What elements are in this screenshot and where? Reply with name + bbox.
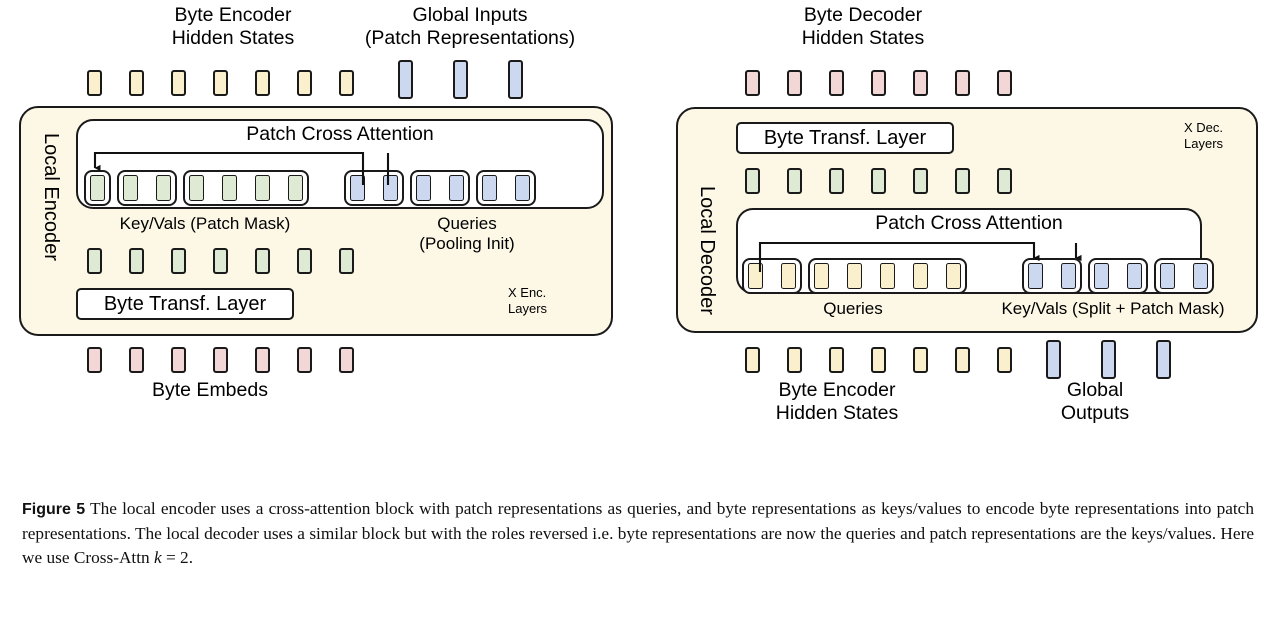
byte-embed-chip: [255, 347, 270, 373]
decoder-keyval-chip: [1127, 263, 1142, 289]
byte-embed-chip: [213, 347, 228, 373]
decoder-bottom-cream-chip: [745, 347, 760, 373]
global-output-chip: [1156, 340, 1171, 379]
encoder-mid-chip: [297, 248, 312, 274]
byte-encoder-hidden-state-chip: [297, 70, 312, 96]
byte-decoder-hidden-state-chip: [871, 70, 886, 96]
byte-encoder-hidden-state-chip: [129, 70, 144, 96]
byte-embed-chip: [87, 347, 102, 373]
decoder-queries-label: Queries: [823, 299, 883, 318]
encoder-mid-chip: [213, 248, 228, 274]
decoder-bottom-cream-chip: [871, 347, 886, 373]
byte-decoder-hidden-state-chip: [745, 70, 760, 96]
decoder-keyvals-label: Key/Vals (Split + Patch Mask): [1001, 299, 1225, 318]
decoder-bottom-cream-chip: [913, 347, 928, 373]
encoder-query-chip: [449, 175, 464, 201]
encoder-keyval-chip: [90, 175, 105, 201]
encoder-mid-chip: [129, 248, 144, 274]
figure-number: Figure 5: [22, 501, 86, 518]
figure-caption: Figure 5 The local encoder uses a cross-…: [22, 497, 1254, 571]
byte-embed-chip: [339, 347, 354, 373]
encoder-keyval-chip: [156, 175, 171, 201]
encoder-queries-label: Queries (Pooling Init): [419, 214, 515, 254]
encoder-keyval-chip: [123, 175, 138, 201]
encoder-keyvals-label: Key/Vals (Patch Mask): [119, 214, 291, 233]
encoder-query-chip: [383, 175, 398, 201]
encoder-query-chip: [482, 175, 497, 201]
decoder-bottom-cream-chip: [997, 347, 1012, 373]
byte-encoder-hidden-state-chip: [255, 70, 270, 96]
byte-decoder-hidden-state-chip: [955, 70, 970, 96]
decoder-bottom-left-label: Byte Encoder Hidden States: [775, 379, 899, 424]
encoder-keyval-chip: [255, 175, 270, 201]
byte-embed-chip: [297, 347, 312, 373]
encoder-keyval-chip: [288, 175, 303, 201]
decoder-bottom-cream-chip: [955, 347, 970, 373]
encoder-mid-chip: [87, 248, 102, 274]
local-encoder-side-label: Local Encoder: [40, 133, 62, 261]
encoder-top-right-label: Global Inputs (Patch Representations): [364, 4, 576, 49]
encoder-top-left-label: Byte Encoder Hidden States: [171, 4, 295, 49]
byte-decoder-hidden-state-chip: [829, 70, 844, 96]
decoder-top-label: Byte Decoder Hidden States: [801, 4, 925, 49]
decoder-query-chip: [748, 263, 763, 289]
byte-decoder-hidden-state-chip: [787, 70, 802, 96]
decoder-query-chip: [946, 263, 961, 289]
local-decoder-side-label: Local Decoder: [696, 186, 718, 315]
decoder-keyval-chip: [1028, 263, 1043, 289]
encoder-bottom-label: Byte Embeds: [152, 379, 268, 401]
encoder-cross-attention-title: Patch Cross Attention: [246, 123, 434, 145]
decoder-cross-attention-title: Patch Cross Attention: [875, 212, 1063, 234]
figure-caption-math-tail: = 2.: [161, 548, 194, 568]
decoder-mid-chip: [829, 168, 844, 194]
byte-embed-chip: [129, 347, 144, 373]
decoder-keyval-chip: [1160, 263, 1175, 289]
global-input-chip: [508, 60, 523, 99]
decoder-query-chip: [847, 263, 862, 289]
encoder-keyval-chip: [189, 175, 204, 201]
encoder-mid-chip: [255, 248, 270, 274]
global-output-chip: [1046, 340, 1061, 379]
decoder-query-chip: [913, 263, 928, 289]
decoder-mid-chip: [745, 168, 760, 194]
decoder-mid-chip: [913, 168, 928, 194]
decoder-layers-note: X Dec. Layers: [1184, 120, 1224, 152]
decoder-bottom-right-label: Global Outputs: [1060, 379, 1130, 424]
global-input-chip: [398, 60, 413, 99]
byte-encoder-hidden-state-chip: [171, 70, 186, 96]
decoder-mid-chip: [871, 168, 886, 194]
decoder-byte-transformer-layer[interactable]: Byte Transf. Layer: [736, 122, 954, 154]
decoder-bottom-cream-chip: [787, 347, 802, 373]
decoder-query-chip: [781, 263, 796, 289]
byte-encoder-hidden-state-chip: [87, 70, 102, 96]
figure-caption-body: The local encoder uses a cross-attention…: [22, 499, 1254, 568]
byte-encoder-hidden-state-chip: [213, 70, 228, 96]
decoder-query-chip: [880, 263, 895, 289]
encoder-keyval-chip: [222, 175, 237, 201]
encoder-query-chip: [350, 175, 365, 201]
decoder-bottom-cream-chip: [829, 347, 844, 373]
byte-encoder-hidden-state-chip: [339, 70, 354, 96]
encoder-mid-chip: [171, 248, 186, 274]
encoder-mid-chip: [339, 248, 354, 274]
global-output-chip: [1101, 340, 1116, 379]
encoder-byte-transformer-layer[interactable]: Byte Transf. Layer: [76, 288, 294, 320]
decoder-mid-chip: [997, 168, 1012, 194]
decoder-mid-chip: [787, 168, 802, 194]
encoder-query-chip: [416, 175, 431, 201]
figure-caption-math-k: k: [154, 548, 162, 568]
byte-decoder-hidden-state-chip: [913, 70, 928, 96]
decoder-keyval-chip: [1193, 263, 1208, 289]
byte-embed-chip: [171, 347, 186, 373]
decoder-keyval-chip: [1061, 263, 1076, 289]
decoder-mid-chip: [955, 168, 970, 194]
byte-decoder-hidden-state-chip: [997, 70, 1012, 96]
encoder-query-chip: [515, 175, 530, 201]
encoder-layers-note: X Enc. Layers: [508, 285, 548, 317]
global-input-chip: [453, 60, 468, 99]
decoder-query-chip: [814, 263, 829, 289]
decoder-keyval-chip: [1094, 263, 1109, 289]
